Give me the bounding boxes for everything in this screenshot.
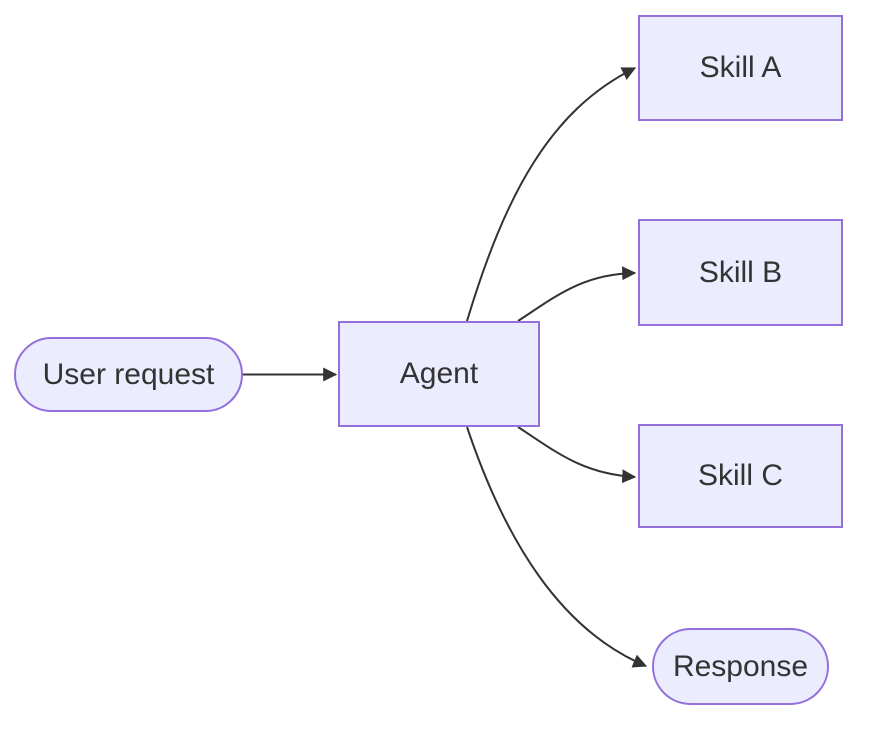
node-skill-a: Skill A xyxy=(638,15,843,121)
node-skill-b-label: Skill B xyxy=(698,255,783,289)
node-response: Response xyxy=(652,628,829,705)
node-skill-a-label: Skill A xyxy=(699,51,782,84)
node-skill-c: Skill C xyxy=(638,424,843,528)
node-skill-b: Skill B xyxy=(638,219,843,326)
node-agent: Agent xyxy=(338,321,540,427)
node-response-label: Response xyxy=(672,649,809,683)
edge-agent-to-skill-a xyxy=(466,67,637,322)
edge-agent-to-skill-b xyxy=(517,266,637,322)
node-skill-c-label: Skill C xyxy=(697,459,783,492)
node-user-request-label: User request xyxy=(42,357,215,391)
edge-agent-to-response xyxy=(466,426,648,668)
node-user-request: User request xyxy=(14,337,243,412)
node-agent-label: Agent xyxy=(399,357,479,390)
edge-agent-to-skill-c xyxy=(517,426,637,484)
